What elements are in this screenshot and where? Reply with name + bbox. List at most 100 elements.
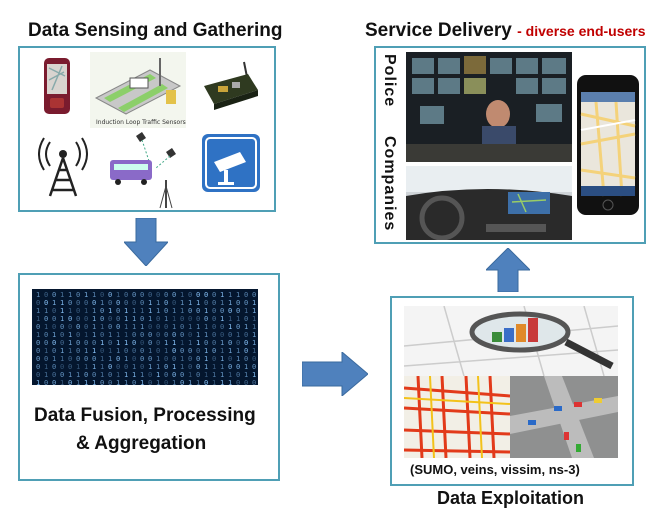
svg-text:1: 1	[172, 379, 176, 385]
svg-text:0: 0	[116, 299, 120, 307]
svg-text:0: 0	[156, 323, 160, 331]
svg-text:1: 1	[140, 307, 144, 315]
svg-text:1: 1	[108, 355, 112, 363]
svg-text:1: 1	[204, 347, 208, 355]
svg-text:0: 0	[196, 315, 200, 323]
svg-text:1: 1	[108, 307, 112, 315]
svg-text:0: 0	[236, 363, 240, 371]
delivery-title: Service Delivery - diverse end-users	[365, 20, 646, 42]
svg-text:0: 0	[140, 339, 144, 347]
svg-text:1: 1	[124, 307, 128, 315]
svg-text:1: 1	[204, 355, 208, 363]
svg-text:1: 1	[228, 347, 232, 355]
svg-text:1: 1	[244, 323, 248, 331]
svg-text:0: 0	[60, 323, 64, 331]
sensing-title: Data Sensing and Gathering	[28, 20, 283, 41]
svg-text:0: 0	[92, 355, 96, 363]
svg-text:1: 1	[68, 291, 72, 299]
magnifier-chart-image	[404, 306, 618, 376]
svg-text:1: 1	[156, 371, 160, 379]
svg-text:1: 1	[236, 291, 240, 299]
svg-text:1: 1	[116, 339, 120, 347]
traffic-sensor-diagram: Induction Loop Traffic Sensors	[90, 52, 186, 128]
svg-text:0: 0	[36, 355, 40, 363]
svg-text:1: 1	[180, 291, 184, 299]
svg-text:0: 0	[60, 339, 64, 347]
svg-text:0: 0	[188, 331, 192, 339]
svg-text:1: 1	[180, 355, 184, 363]
svg-text:0: 0	[84, 355, 88, 363]
svg-text:0: 0	[196, 371, 200, 379]
svg-text:0: 0	[76, 323, 80, 331]
svg-text:1: 1	[188, 379, 192, 385]
svg-text:0: 0	[100, 307, 104, 315]
svg-text:1: 1	[188, 371, 192, 379]
svg-text:1: 1	[204, 331, 208, 339]
svg-text:0: 0	[180, 323, 184, 331]
svg-text:0: 0	[84, 371, 88, 379]
svg-text:1: 1	[100, 371, 104, 379]
svg-text:0: 0	[228, 339, 232, 347]
svg-text:1: 1	[196, 379, 200, 385]
svg-text:0: 0	[116, 355, 120, 363]
arrow-up	[486, 248, 530, 292]
svg-text:0: 0	[236, 323, 240, 331]
svg-text:0: 0	[60, 371, 64, 379]
svg-text:0: 0	[204, 315, 208, 323]
svg-text:1: 1	[156, 307, 160, 315]
svg-text:0: 0	[196, 363, 200, 371]
svg-text:0: 0	[44, 291, 48, 299]
svg-text:0: 0	[52, 371, 56, 379]
svg-text:0: 0	[212, 299, 216, 307]
svg-text:0: 0	[68, 379, 72, 385]
svg-text:0: 0	[180, 347, 184, 355]
svg-text:1: 1	[252, 307, 256, 315]
radio-tower-icon	[38, 137, 88, 197]
svg-text:0: 0	[92, 371, 96, 379]
svg-text:1: 1	[236, 315, 240, 323]
svg-text:0: 0	[76, 331, 80, 339]
svg-text:1: 1	[244, 363, 248, 371]
svg-text:0: 0	[236, 307, 240, 315]
svg-text:0: 0	[252, 379, 256, 385]
svg-text:0: 0	[252, 355, 256, 363]
svg-text:0: 0	[148, 379, 152, 385]
svg-text:0: 0	[92, 299, 96, 307]
svg-text:0: 0	[164, 379, 168, 385]
svg-text:0: 0	[188, 355, 192, 363]
svg-text:1: 1	[52, 299, 56, 307]
svg-text:1: 1	[44, 307, 48, 315]
svg-text:1: 1	[204, 307, 208, 315]
svg-text:0: 0	[68, 299, 72, 307]
svg-text:1: 1	[92, 291, 96, 299]
svg-text:1: 1	[60, 299, 64, 307]
svg-text:0: 0	[44, 331, 48, 339]
svg-text:0: 0	[180, 371, 184, 379]
arrow-right	[302, 352, 368, 396]
svg-text:0: 0	[100, 291, 104, 299]
svg-text:0: 0	[108, 299, 112, 307]
svg-text:0: 0	[44, 355, 48, 363]
svg-text:1: 1	[220, 363, 224, 371]
arrow-down	[124, 218, 168, 266]
smartphone-map-image	[577, 75, 639, 215]
svg-text:1: 1	[228, 323, 232, 331]
svg-text:0: 0	[116, 315, 120, 323]
svg-text:1: 1	[196, 339, 200, 347]
svg-text:0: 0	[212, 355, 216, 363]
svg-text:0: 0	[52, 291, 56, 299]
svg-text:0: 0	[108, 339, 112, 347]
svg-text:0: 0	[132, 379, 136, 385]
svg-text:0: 0	[124, 363, 128, 371]
svg-text:0: 0	[196, 347, 200, 355]
svg-text:1: 1	[196, 323, 200, 331]
svg-text:1: 1	[124, 323, 128, 331]
svg-text:1: 1	[220, 291, 224, 299]
svg-text:0: 0	[188, 307, 192, 315]
svg-text:0: 0	[108, 379, 112, 385]
svg-text:0: 0	[108, 291, 112, 299]
svg-text:0: 0	[164, 355, 168, 363]
svg-text:1: 1	[156, 379, 160, 385]
svg-text:1: 1	[220, 299, 224, 307]
